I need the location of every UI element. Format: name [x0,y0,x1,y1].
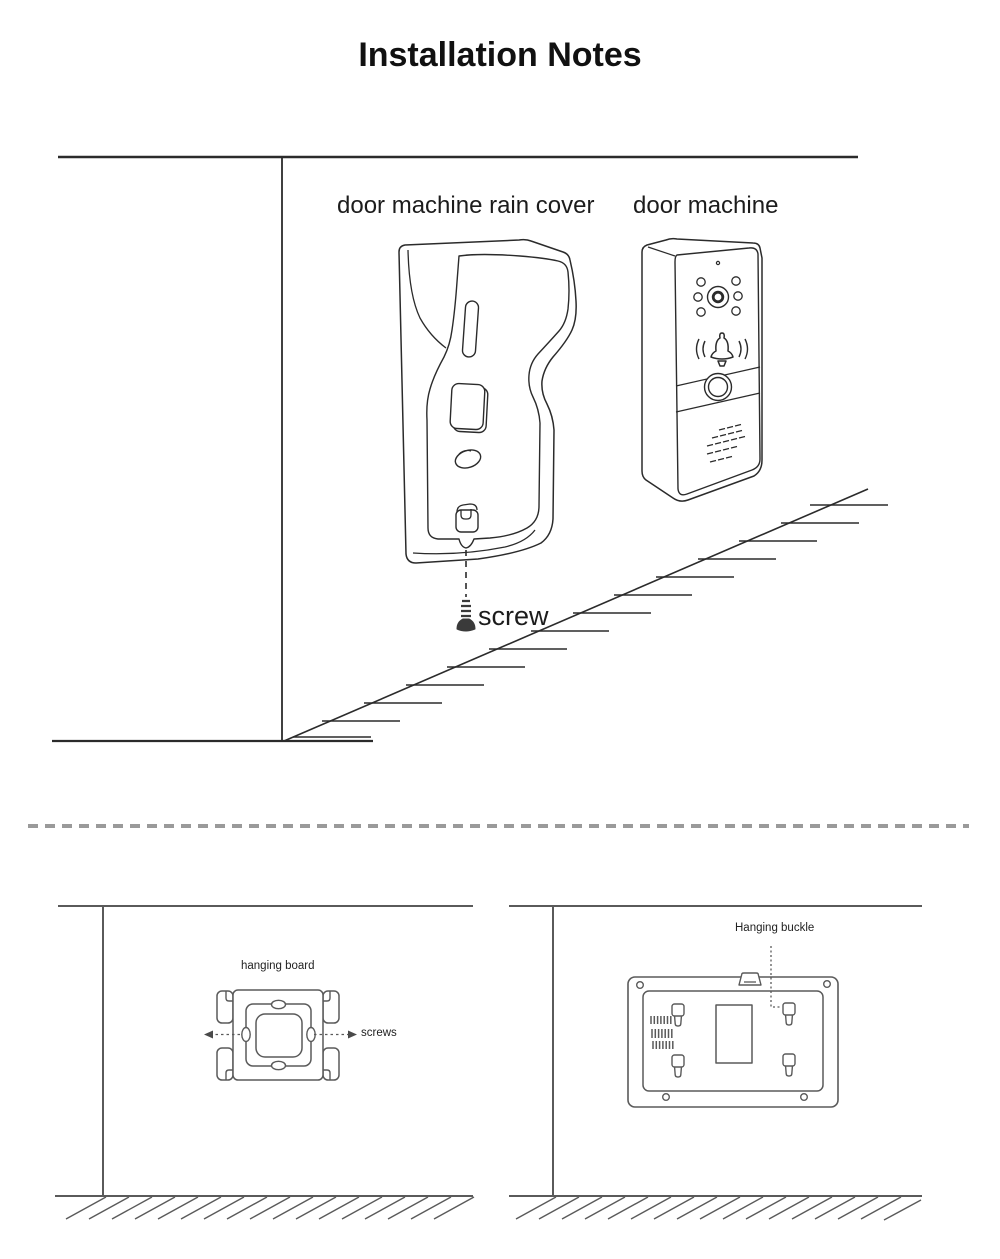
cable-opening [715,1004,753,1064]
cover-square-hole [449,382,489,434]
corner-screw-holes [636,980,832,1101]
rain-cover-label: door machine rain cover [337,192,595,219]
screw-label: screw [478,601,549,631]
screw-tab [455,503,479,533]
ir-leds [693,276,743,317]
left-panel-ground-hatching [65,1196,475,1220]
right-panel-wall-lines [509,905,922,1197]
screws-label: screws [361,1027,397,1039]
mic-pinhole [715,260,721,266]
speaker-grille [706,423,746,463]
corner-hooks [216,990,340,1081]
cover-slot-hole [461,300,480,358]
door-machine-illustration [641,237,763,502]
vent-slots [650,1016,674,1049]
hanging-buckles [671,1002,796,1078]
screws-arrow-leaders [204,1030,357,1039]
wall-lines [52,155,869,743]
left-panel-wall-lines [55,905,473,1197]
monitor-back-panel [509,905,922,1221]
hanging-buckle-label: Hanging buckle [735,922,815,934]
rain-cover-illustration [398,238,577,632]
camera-lens-icon [706,285,730,309]
board-center [255,1013,303,1058]
wall-corner-scene [52,155,888,743]
bell-icon [695,332,749,367]
hanging-board-illustration [204,989,357,1081]
cover-oval-hole [454,449,482,469]
page-title: Installation Notes [358,36,642,74]
ground-hatching [293,504,888,738]
hanging-board-label: hanging board [241,960,315,972]
section-divider [28,824,969,828]
door-machine-label: door machine [633,192,779,219]
monitor-back-illustration [627,946,839,1108]
monitor-inner-plate [642,990,824,1092]
board-screw-holes [241,999,316,1071]
hanging-board-panel [55,905,475,1220]
right-panel-ground-hatching [515,1196,922,1221]
call-button [703,372,733,402]
screw-icon [456,599,476,632]
hanging-hook-tab [738,972,762,986]
